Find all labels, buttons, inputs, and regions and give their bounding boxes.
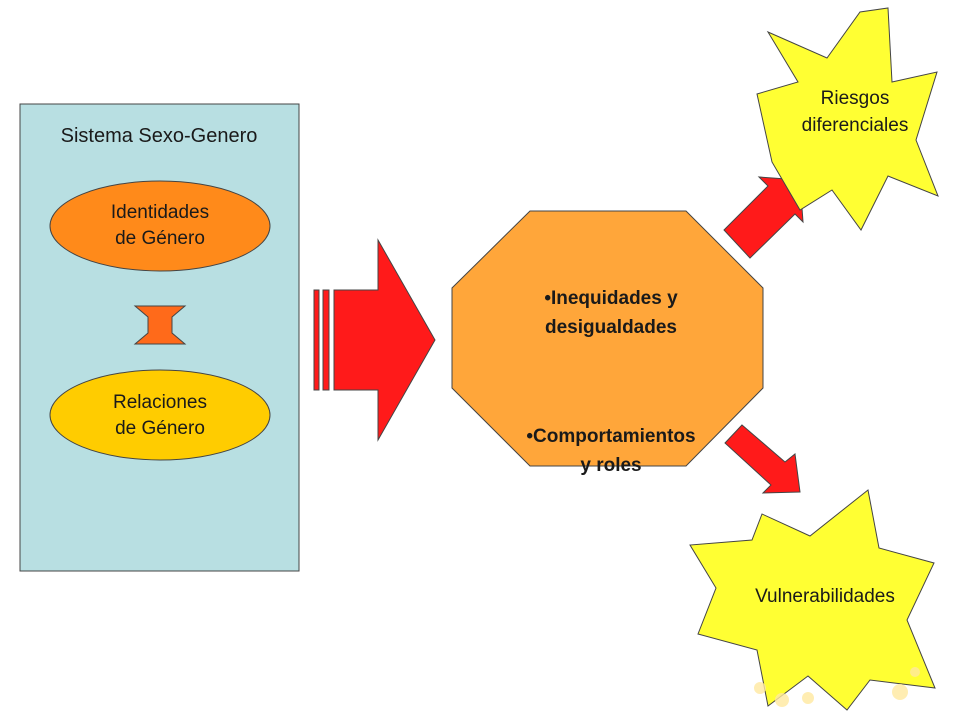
- center-label: •Inequidades y desigualdades •Comportami…: [455, 255, 767, 509]
- relations-ellipse: [49, 369, 271, 461]
- identity-ellipse: [49, 180, 271, 272]
- double-arrow: [133, 305, 187, 345]
- relations-label: Relaciones de Género: [113, 392, 207, 439]
- arrow-down-right: [724, 424, 801, 494]
- identity-label: Identidades de Género: [110, 202, 210, 249]
- system-title: Sistema Sexo-Genero: [60, 125, 258, 147]
- center-octagon: [451, 210, 764, 467]
- risk-label: Riesgos diferenciales: [801, 88, 909, 136]
- risk-burst: [756, 7, 939, 231]
- vulnerability-label: Vulnerabilidades: [755, 586, 895, 607]
- big-arrow: [313, 238, 436, 442]
- center-item-behaviors: •Comportamientos y roles: [526, 426, 696, 476]
- vulnerability-burst: [689, 489, 936, 711]
- center-item-inequities: •Inequidades y desigualdades: [544, 288, 678, 338]
- decorative-blobs: [754, 667, 920, 707]
